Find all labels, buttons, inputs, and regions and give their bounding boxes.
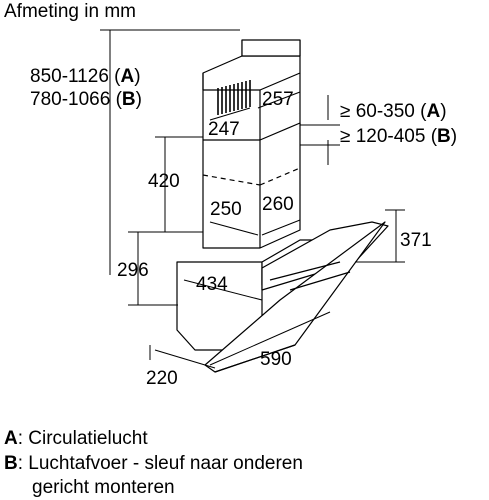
- dim-gap-b: ≥ 120-405 (B): [340, 127, 457, 146]
- paren-close: ): [135, 89, 142, 110]
- dim-chimney-upper-depth: 247: [208, 119, 240, 140]
- tag-b: B: [121, 89, 136, 110]
- dim-total-height-b: 780-1066 (B): [30, 90, 142, 109]
- dim-gap-a-value: ≥ 60-350: [340, 101, 415, 122]
- tag-a: A: [426, 101, 441, 122]
- paren-open: (: [420, 101, 427, 122]
- dim-total-height-b-value: 780-1066: [30, 89, 111, 110]
- legend-a-key: A: [4, 428, 18, 449]
- tag-a: A: [120, 66, 135, 87]
- upper-chimney: [202, 39, 301, 140]
- dim-gap-b-value: ≥ 120-405: [340, 126, 426, 147]
- dim-total-height-a: 850-1126 (A): [30, 67, 141, 86]
- dim-body-depth: 434: [196, 274, 228, 295]
- dim-gap-a: ≥ 60-350 (A): [340, 102, 447, 121]
- vent-grille-icon: [217, 80, 251, 115]
- page-title: Afmeting in mm: [4, 1, 136, 22]
- tag-b: B: [437, 126, 451, 147]
- dim-chimney-lower-height: 420: [148, 171, 180, 192]
- paren-close: ): [134, 66, 141, 87]
- legend-b-key: B: [4, 453, 18, 474]
- dim-body-height: 296: [117, 260, 149, 281]
- dim-chimney-lower-depth: 250: [210, 199, 242, 220]
- paren-open: (: [115, 89, 122, 110]
- legend-b-text: : Luchtafvoer - sleuf naar onderen: [17, 453, 303, 474]
- paren-open: (: [114, 66, 121, 87]
- dimension-lines: [100, 29, 405, 369]
- dim-chimney-upper-width: 257: [262, 89, 294, 110]
- dim-front-depth: 220: [146, 368, 178, 389]
- paren-open: (: [430, 126, 438, 147]
- legend-a-text: : Circulatielucht: [17, 428, 148, 449]
- dim-total-height-a-value: 850-1126: [30, 66, 109, 87]
- legend-b: B: Luchtafvoer - sleuf naar onderen: [4, 454, 303, 473]
- dim-glass-height: 371: [400, 230, 432, 251]
- legend-b-line2: gericht monteren: [32, 477, 175, 498]
- lower-chimney: [202, 122, 301, 249]
- dim-chimney-lower-width: 260: [262, 194, 294, 215]
- legend-a: A: Circulatielucht: [4, 429, 148, 448]
- dim-overall-width: 590: [260, 349, 292, 370]
- paren-close: ): [440, 101, 447, 122]
- paren-close: ): [450, 126, 458, 147]
